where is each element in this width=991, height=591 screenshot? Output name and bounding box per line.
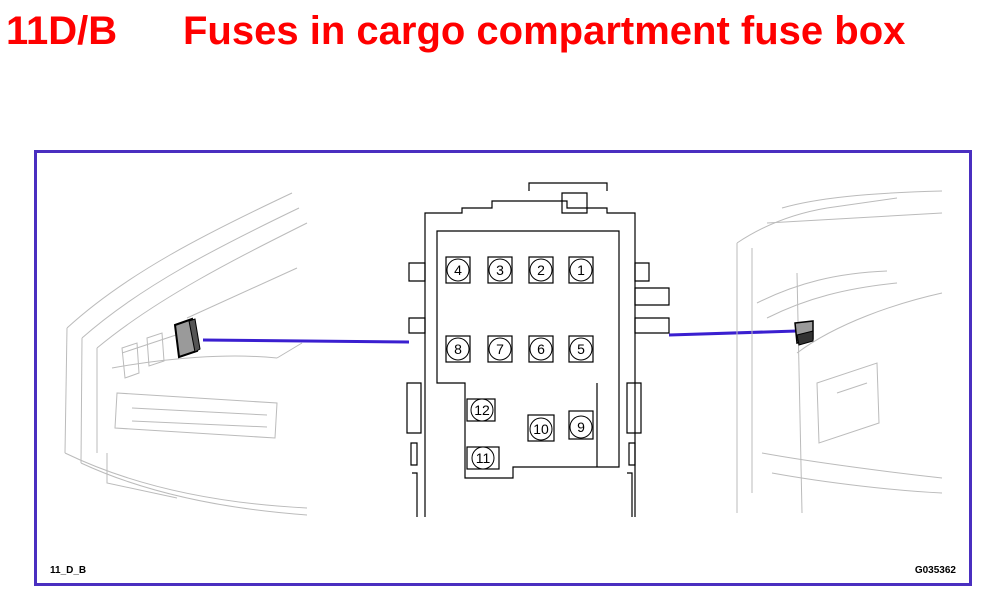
fuse-2: 2 (528, 256, 554, 284)
fuse-label: 2 (537, 262, 545, 278)
fuse-label: 12 (474, 402, 490, 418)
fuse-10: 10 (527, 414, 555, 442)
fuse-label: 11 (476, 450, 491, 466)
fuse-9: 9 (568, 410, 594, 440)
pointer-line-right (668, 329, 798, 337)
fuse-6: 6 (528, 335, 554, 363)
fuse-11: 11 (466, 446, 500, 470)
fuse-label: 6 (537, 341, 545, 357)
fuse-positions: 4 3 2 1 8 7 6 (445, 256, 594, 470)
fuse-7: 7 (487, 335, 513, 363)
fuse-label: 9 (577, 419, 585, 435)
fuse-label: 8 (454, 341, 462, 357)
fuse-label: 10 (533, 421, 549, 437)
fuse-box-diagram: 4 3 2 1 8 7 6 (64, 182, 943, 517)
vehicle-front-illustration (64, 192, 308, 516)
vehicle-cargo-illustration (736, 190, 943, 514)
fuse-5: 5 (568, 335, 594, 363)
fuse-3: 3 (487, 256, 513, 284)
pointer-line-left (202, 338, 410, 344)
fuse-label: 3 (496, 262, 504, 278)
fuse-box (406, 182, 670, 517)
section-code: 11D/B (6, 9, 118, 53)
page-title: Fuses in cargo compartment fuse box (183, 9, 906, 53)
fuse-4: 4 (445, 256, 471, 284)
fuse-label: 1 (577, 262, 585, 278)
diagram-frame: 4 3 2 1 8 7 6 (34, 150, 972, 586)
figure-id-right: G035362 (914, 565, 956, 576)
fuse-8: 8 (445, 335, 471, 363)
fuse-12: 12 (466, 398, 496, 422)
figure-id-left: 11_D_B (50, 565, 87, 576)
fuse-label: 7 (496, 341, 504, 357)
fuse-label: 4 (454, 262, 462, 278)
fuse-1: 1 (568, 256, 594, 284)
fuse-label: 5 (577, 341, 585, 357)
